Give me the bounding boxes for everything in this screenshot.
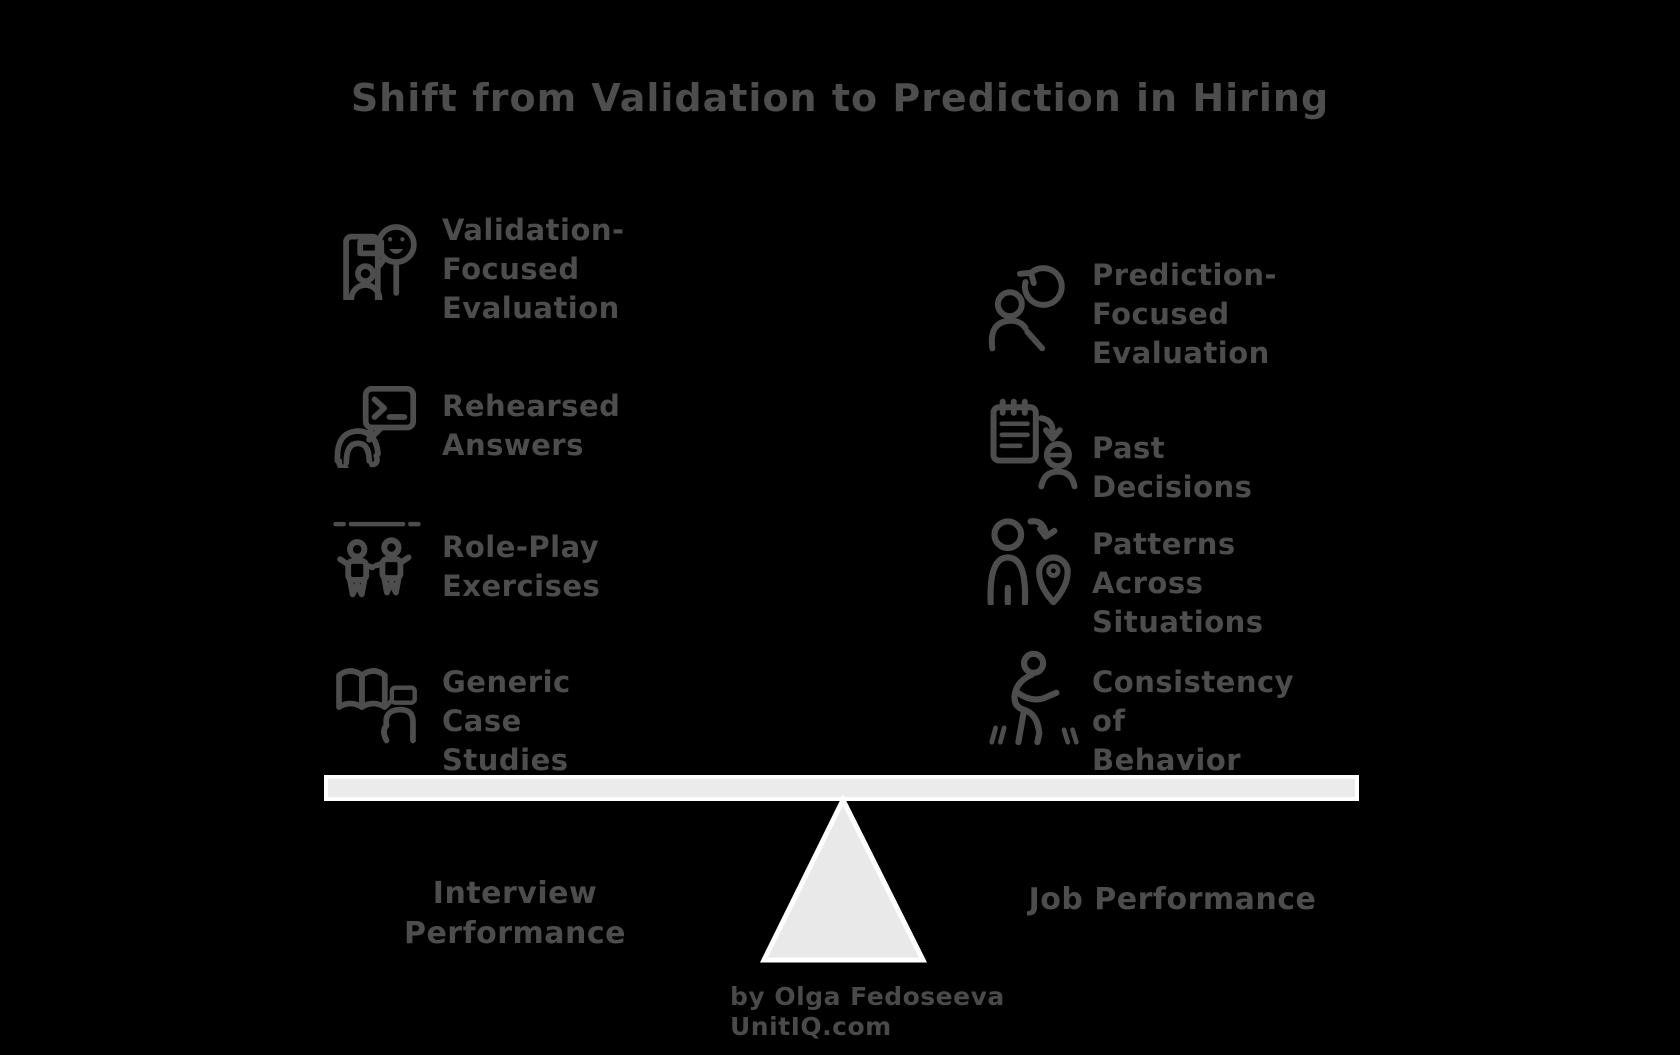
author-credit: by Olga Fedoseeva UnitIQ.com xyxy=(730,982,1005,1042)
item-label: Validation- Focused Evaluation xyxy=(442,213,625,325)
balance-fulcrum xyxy=(748,794,938,971)
item-label: Consistency of Behavior xyxy=(1092,665,1295,777)
item-label: Rehearsed Answers xyxy=(442,389,621,462)
person-location-pin-icon xyxy=(985,510,1080,605)
walking-person-icon xyxy=(988,650,1083,745)
left-pan-label: Interview Performance xyxy=(403,876,627,951)
right-pan-label: Job Performance xyxy=(1028,882,1317,917)
item-label: Past Decisions xyxy=(1092,431,1253,504)
item-label: Patterns Across Situations xyxy=(1092,527,1264,639)
page-title: Shift from Validation to Prediction in H… xyxy=(350,76,1330,120)
notepad-to-person-icon xyxy=(988,398,1080,490)
item-label: Role-Play Exercises xyxy=(442,530,601,603)
balance-beam xyxy=(324,775,1359,801)
item-label: Generic Case Studies xyxy=(442,665,571,777)
credit-site: UnitIQ.com xyxy=(730,1012,892,1041)
credit-author: by Olga Fedoseeva xyxy=(730,982,1005,1011)
person-cycle-arrow-icon xyxy=(985,260,1077,352)
item-label: Prediction- Focused Evaluation xyxy=(1092,258,1278,370)
interview-booth-smiley-icon xyxy=(332,212,420,300)
scripted-speech-bubble-icon xyxy=(334,380,422,468)
open-book-discussion-icon xyxy=(332,656,420,744)
two-actors-stage-icon xyxy=(332,516,422,606)
